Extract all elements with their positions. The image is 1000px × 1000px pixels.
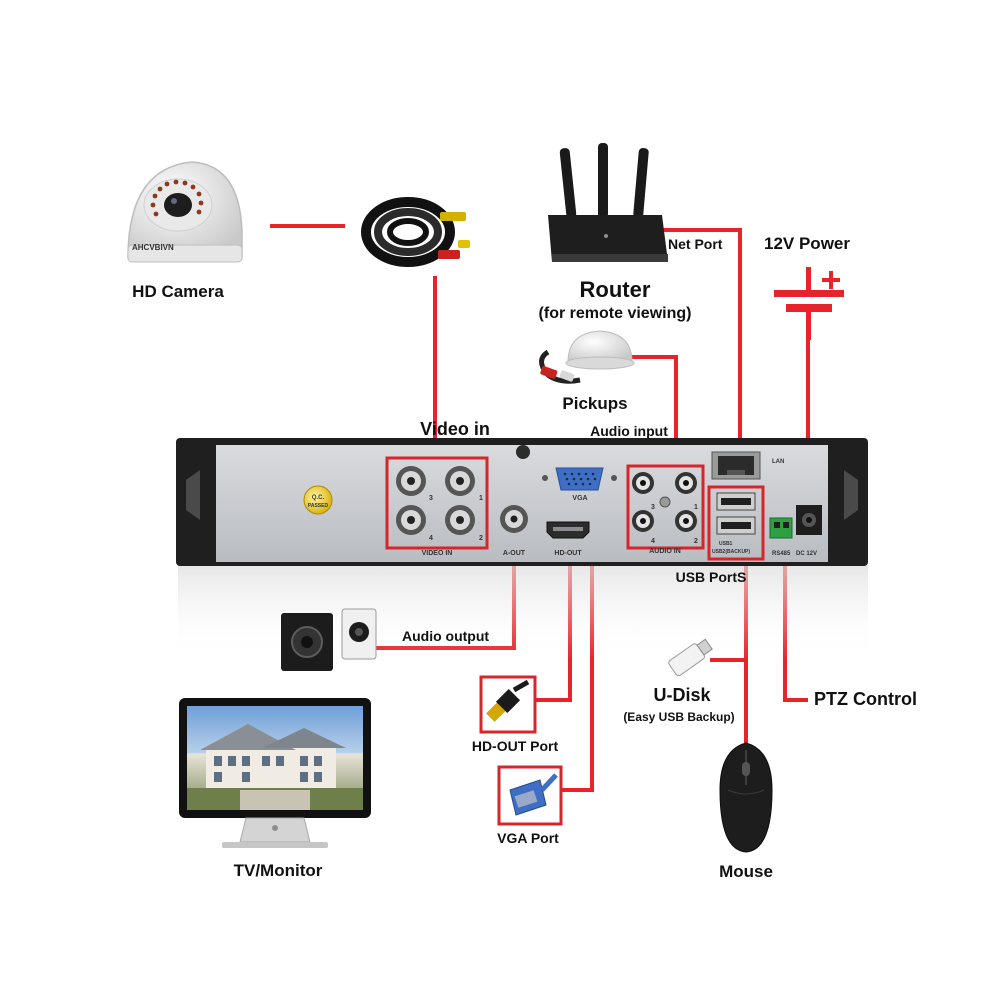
usb-ports-label: USB PortS	[676, 569, 747, 585]
rs485-terminal: RS485	[769, 517, 793, 557]
usb-highlight	[707, 485, 765, 561]
qc-passed-text: PASSED	[308, 503, 329, 509]
ptz-label: PTZ Control	[814, 689, 917, 709]
usb1-panel-text: USB1	[719, 541, 733, 547]
video-in-panel-text: VIDEO IN	[422, 550, 453, 557]
audio-in-panel-text: AUDIO IN	[649, 548, 681, 555]
mouse-label: Mouse	[719, 862, 773, 881]
video-in-num-3: 3	[429, 495, 433, 502]
hd-out-port-label: HD-OUT Port	[472, 738, 559, 754]
qc-sticker: Q.C. PASSED	[303, 485, 333, 515]
a-out-panel-text: A-OUT	[503, 550, 526, 557]
hd-out-port: HD-OUT	[546, 521, 590, 557]
router-icon	[548, 143, 668, 262]
a-out-port: A-OUT	[500, 505, 528, 557]
video-in-num-4: 4	[429, 535, 433, 542]
dc12v-panel-text: DC 12V	[796, 551, 817, 557]
video-in-label: Video in	[420, 419, 490, 439]
dc-power-jack: DC 12V	[796, 505, 822, 557]
qc-text: Q.C.	[312, 495, 325, 501]
router-sub-label: (for remote viewing)	[539, 305, 692, 322]
vga-panel-text: VGA	[572, 495, 587, 502]
audio-in-num-4: 4	[651, 538, 655, 545]
usb-ports: USB1 USB2(BACKUP)	[712, 492, 756, 555]
udisk-icon	[668, 638, 713, 677]
power-symbol-icon	[774, 267, 844, 340]
bnc-port-2	[445, 505, 475, 535]
hd-camera-label: HD Camera	[132, 282, 224, 301]
audio-in-num-1: 1	[694, 504, 698, 511]
speakers-icon	[281, 608, 377, 671]
hd-out-panel-text: HD-OUT	[554, 550, 582, 557]
udisk-label: U-Disk	[653, 685, 711, 705]
pickups-icon	[539, 330, 635, 384]
rs485-panel-text: RS485	[772, 551, 791, 557]
router-label: Router	[580, 277, 651, 302]
audio-in-num-3: 3	[651, 504, 655, 511]
power-label: 12V Power	[764, 234, 850, 253]
wire-pickups-audio-in	[615, 355, 678, 470]
bnc-port-4	[396, 505, 426, 535]
bnc-cable-icon	[361, 197, 470, 267]
audio-in-num-2: 2	[694, 538, 698, 545]
video-in-num-1: 1	[479, 495, 483, 502]
house-picture	[187, 724, 363, 810]
usb2-panel-text: USB2(BACKUP)	[712, 549, 750, 555]
vga-port: VGA	[542, 467, 617, 502]
bnc-port-1	[445, 466, 475, 496]
hdmi-cable-icon	[486, 679, 530, 722]
dvr-back-panel: Q.C. PASSED 3 1 4 2 VIDEO IN A-OUT	[176, 438, 868, 660]
vga-cable-icon	[509, 773, 558, 816]
net-port-label: Net Port	[668, 236, 723, 252]
mouse-icon	[719, 742, 773, 853]
udisk-sub-label: (Easy USB Backup)	[623, 710, 734, 724]
pickups-label: Pickups	[562, 394, 627, 413]
vga-port-label: VGA Port	[497, 830, 559, 846]
tv-monitor-label: TV/Monitor	[234, 861, 323, 880]
audio-output-label: Audio output	[402, 628, 489, 644]
lan-port: LAN	[711, 451, 784, 480]
bnc-port-3	[396, 466, 426, 496]
video-in-highlight	[385, 456, 489, 550]
audio-in-highlight	[626, 464, 705, 550]
audio-in-ports: 3 1 4 2 AUDIO IN	[632, 472, 698, 555]
video-in-num-2: 2	[479, 535, 483, 542]
lan-panel-text: LAN	[772, 459, 784, 465]
audio-input-label: Audio input	[590, 423, 668, 439]
tv-monitor-icon	[179, 698, 371, 848]
video-in-ports: 3 1 4 2 VIDEO IN	[396, 466, 483, 557]
wire-router-net-port	[660, 228, 742, 458]
camera-brand: AHCVBIVN	[132, 243, 174, 252]
hd-camera-icon: AHCVBIVN	[127, 161, 243, 263]
